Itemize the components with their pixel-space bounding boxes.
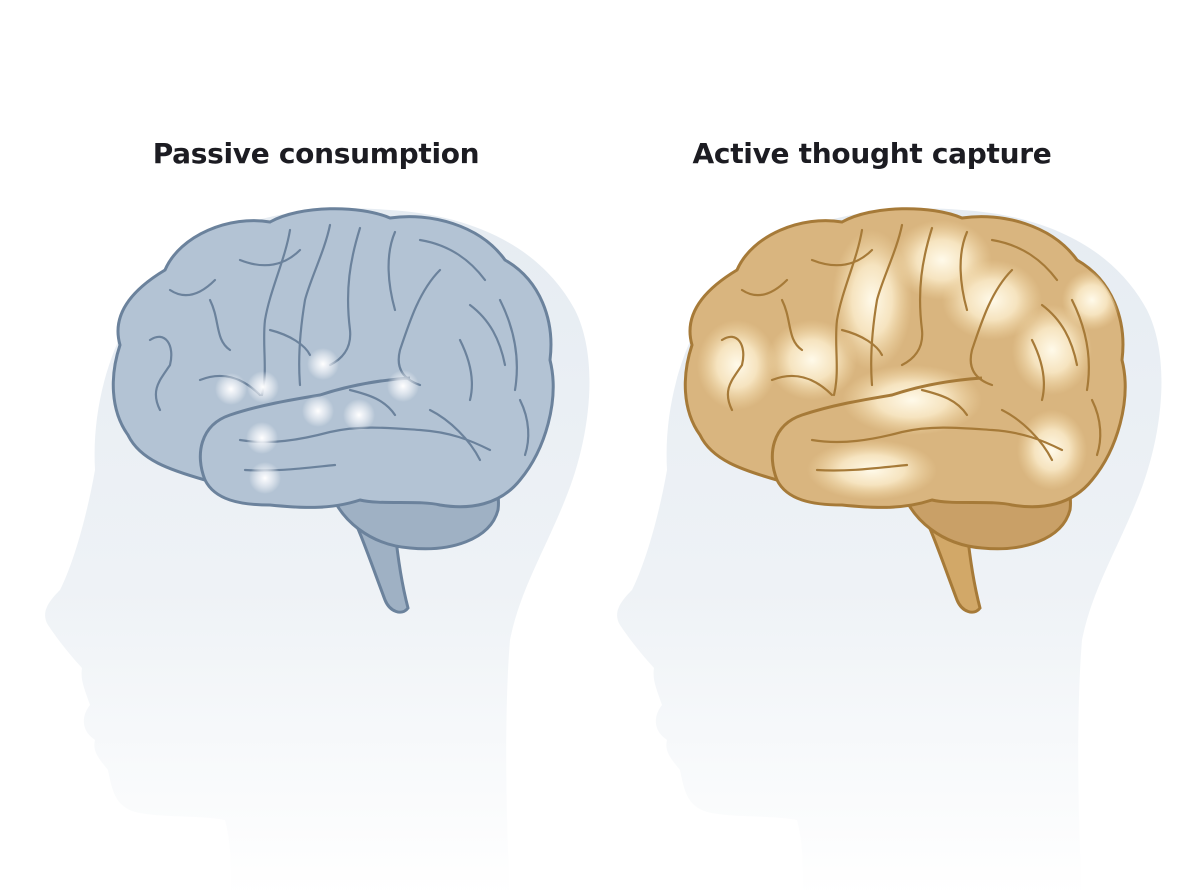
passive-panel	[45, 207, 590, 896]
brain-sulci	[720, 223, 1102, 472]
panel-title-passive: Passive consumption	[152, 137, 480, 170]
temporal-lobe	[770, 376, 983, 481]
active-panel	[617, 207, 1162, 896]
active-thought-capture-panel: Active thought capture	[572, 0, 1172, 896]
panel-title-active: Active thought capture	[692, 137, 1052, 170]
passive-consumption-panel: Passive consumption	[153, 137, 480, 170]
temporal-lobe	[198, 376, 411, 481]
activity-sparkles	[215, 348, 419, 494]
